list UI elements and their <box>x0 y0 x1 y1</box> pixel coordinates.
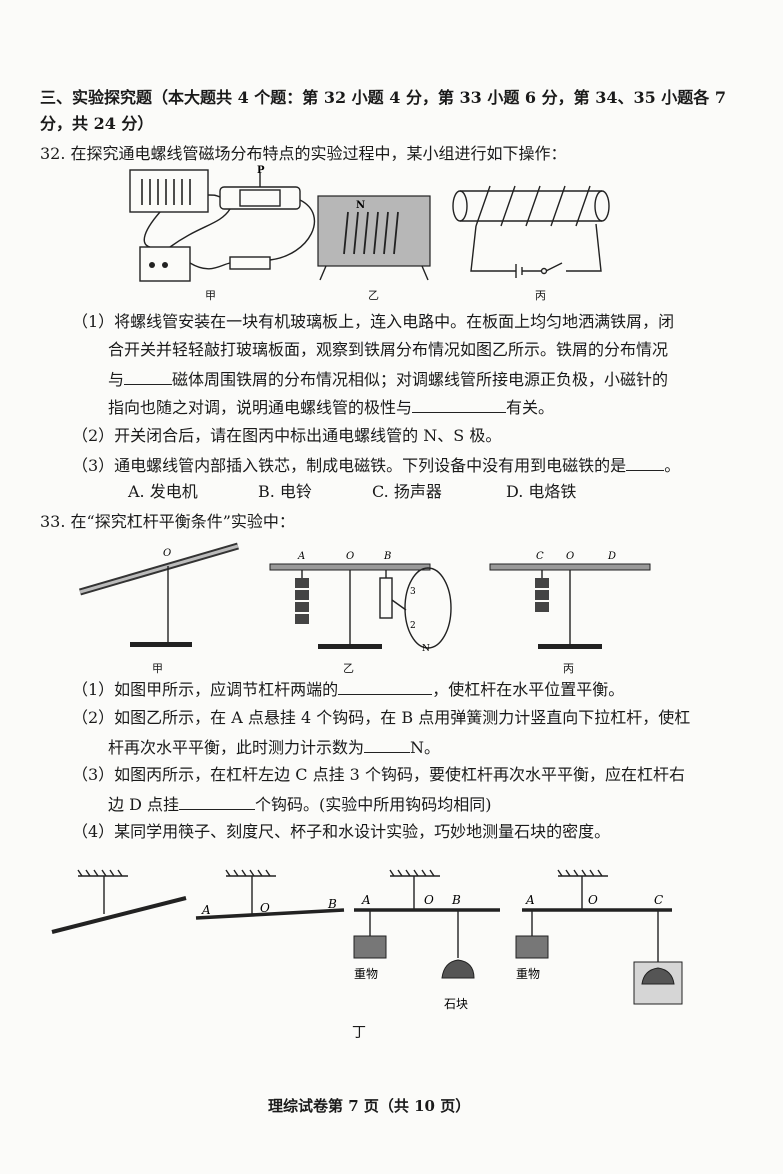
q33-fig-bing: C O D <box>489 551 651 649</box>
q32-p1-blank1[interactable] <box>124 366 173 385</box>
q32-option-c[interactable]: C. 扬声器 <box>372 482 442 501</box>
q33-p1-blank[interactable] <box>338 676 433 695</box>
ding-2-label-a: A <box>201 903 211 917</box>
ding-2-label-o: O <box>260 901 270 915</box>
q32-fig-bing <box>452 185 610 278</box>
section-heading-cont: 分，共 24 分） <box>40 114 154 133</box>
q32-p3-blank[interactable] <box>626 452 665 471</box>
q33-p2-blank[interactable] <box>364 734 411 753</box>
q32-option-b[interactable]: B. 电铃 <box>258 482 312 501</box>
q32-p1-text-a: 与 <box>108 370 125 389</box>
rheostat-label-p: P <box>257 165 265 176</box>
ding-3-stone-label: 石块 <box>444 997 468 1011</box>
q33-caption-jia: 甲 <box>152 662 163 675</box>
q32-part3: （3）通电螺线管内部插入铁芯，制成电磁铁。下列设备中没有用到电磁铁的是 。 <box>72 452 680 478</box>
q32-p1-blank2[interactable] <box>412 394 507 413</box>
ding-4-label-o: O <box>588 893 598 907</box>
q33-caption-ding: 丁 <box>352 1025 366 1041</box>
q32-stem: 32. 在探究通电螺线管磁场分布特点的实验过程中，某小组进行如下操作： <box>40 144 567 163</box>
q32-option-a[interactable]: A. 发电机 <box>128 482 198 501</box>
q33-part1: （1）如图甲所示，应调节杠杆两端的 ，使杠杆在水平位置平衡。 <box>72 676 624 702</box>
q32-fig-yi: N <box>317 195 431 281</box>
q32-p1-text-c: 指向也随之对调，说明通电螺线管的极性与 <box>108 398 413 417</box>
q32-p1-text-b: 磁体周围铁屑的分布情况相似；对调螺线管所接电源正负极，小磁针的 <box>172 370 669 389</box>
ding-3-label-o: O <box>424 893 434 907</box>
q33-part3-line1: （3）如图丙所示，在杠杆左边 C 点挂 3 个钩码，要使杠杆再次水平平衡，应在杠… <box>72 765 685 784</box>
q33-p2-text-a: 杆再次水平平衡，此时测力计示数为 <box>108 738 365 757</box>
q32-p1-text-d: 有关。 <box>506 398 555 417</box>
scale-tick-2: 2 <box>410 621 416 631</box>
q33-p1-text-b: ，使杠杆在水平位置平衡。 <box>432 680 625 699</box>
q32-caption-yi: 乙 <box>368 289 379 302</box>
q33-part4: （4）某同学用筷子、刻度尺、杯子和水设计实验，巧妙地测量石块的密度。 <box>72 822 611 841</box>
ding-3-label-a: A <box>361 893 371 907</box>
q32-caption-jia: 甲 <box>205 289 216 302</box>
lever-yi-label-b: B <box>383 551 391 562</box>
q33-part3-line2: 边 D 点挂 个钩码。(实验中所用钩码均相同) <box>108 791 492 817</box>
q32-p3-text-b: 。 <box>664 456 681 475</box>
q32-part1-line3: 与 磁体周围铁屑的分布情况相似；对调螺线管所接电源正负极，小磁针的 <box>108 366 668 392</box>
q32-option-d[interactable]: D. 电烙铁 <box>506 482 577 501</box>
q33-p2-text-b: N。 <box>410 738 441 757</box>
ding-4-weight-label: 重物 <box>516 967 540 981</box>
q33-p3-blank[interactable] <box>179 791 256 810</box>
q33-caption-yi: 乙 <box>343 662 354 675</box>
section-heading: 三、实验探究题（本大题共 4 个题：第 32 小题 4 分，第 33 小题 6 … <box>40 88 727 107</box>
lever-yi-label-a: A <box>297 551 305 562</box>
ding-3-label-b: B <box>451 893 461 907</box>
lever-jia-label-o: O <box>163 548 171 559</box>
q33-p1-text-a: （1）如图甲所示，应调节杠杆两端的 <box>72 680 339 699</box>
scale-tick-3: 3 <box>410 587 416 597</box>
ding-4-label-a: A <box>525 893 535 907</box>
q33-stem: 33. 在“探究杠杆平衡条件”实验中： <box>40 512 295 531</box>
scale-unit-n: N <box>422 644 430 654</box>
q33-fig-jia: O <box>79 542 239 647</box>
ding-3-weight-label: 重物 <box>354 967 378 981</box>
lever-bing-label-o: O <box>566 551 574 562</box>
ding-4-label-c: C <box>654 893 663 907</box>
q33-fig-ding: A O B A O B 重物 石块 A O C 重物 <box>51 869 683 1011</box>
q33-p3-text-b: 个钩码。(实验中所用钩码均相同) <box>255 795 492 814</box>
q32-part1-line2: 合开关并轻轻敲打玻璃板面，观察到铁屑分布情况如图乙所示。铁屑的分布情况 <box>108 340 669 359</box>
page-footer: 理综试卷第 7 页（共 10 页） <box>268 1097 471 1115</box>
q33-p3-text-a: 边 D 点挂 <box>108 795 180 814</box>
q33-part2-line2: 杆再次水平平衡，此时测力计示数为 N。 <box>108 734 440 760</box>
q32-caption-bing: 丙 <box>535 289 546 302</box>
q32-part1-line4: 指向也随之对调，说明通电螺线管的极性与 有关。 <box>108 394 554 420</box>
q33-part2-line1: （2）如图乙所示，在 A 点悬挂 4 个钩码，在 B 点用弹簧测力计竖直向下拉杠… <box>72 708 691 727</box>
q33-fig-yi: A O B 3 2 N <box>269 551 452 654</box>
q32-fig-jia: P <box>129 165 316 282</box>
q32-part2: （2）开关闭合后，请在图丙中标出通电螺线管的 N、S 极。 <box>72 426 502 445</box>
ding-2-label-b: B <box>327 897 337 911</box>
lever-bing-label-c: C <box>536 551 544 562</box>
lever-yi-label-o: O <box>346 551 354 562</box>
filings-label-n: N <box>356 200 365 211</box>
q32-part1-line1: （1）将螺线管安装在一块有机玻璃板上，连入电路中。在板面上均匀地洒满铁屑，闭 <box>72 312 675 331</box>
q33-caption-bing: 丙 <box>563 662 574 675</box>
q32-p3-text-a: （3）通电螺线管内部插入铁芯，制成电磁铁。下列设备中没有用到电磁铁的是 <box>72 456 627 475</box>
lever-bing-label-d: D <box>607 551 616 562</box>
